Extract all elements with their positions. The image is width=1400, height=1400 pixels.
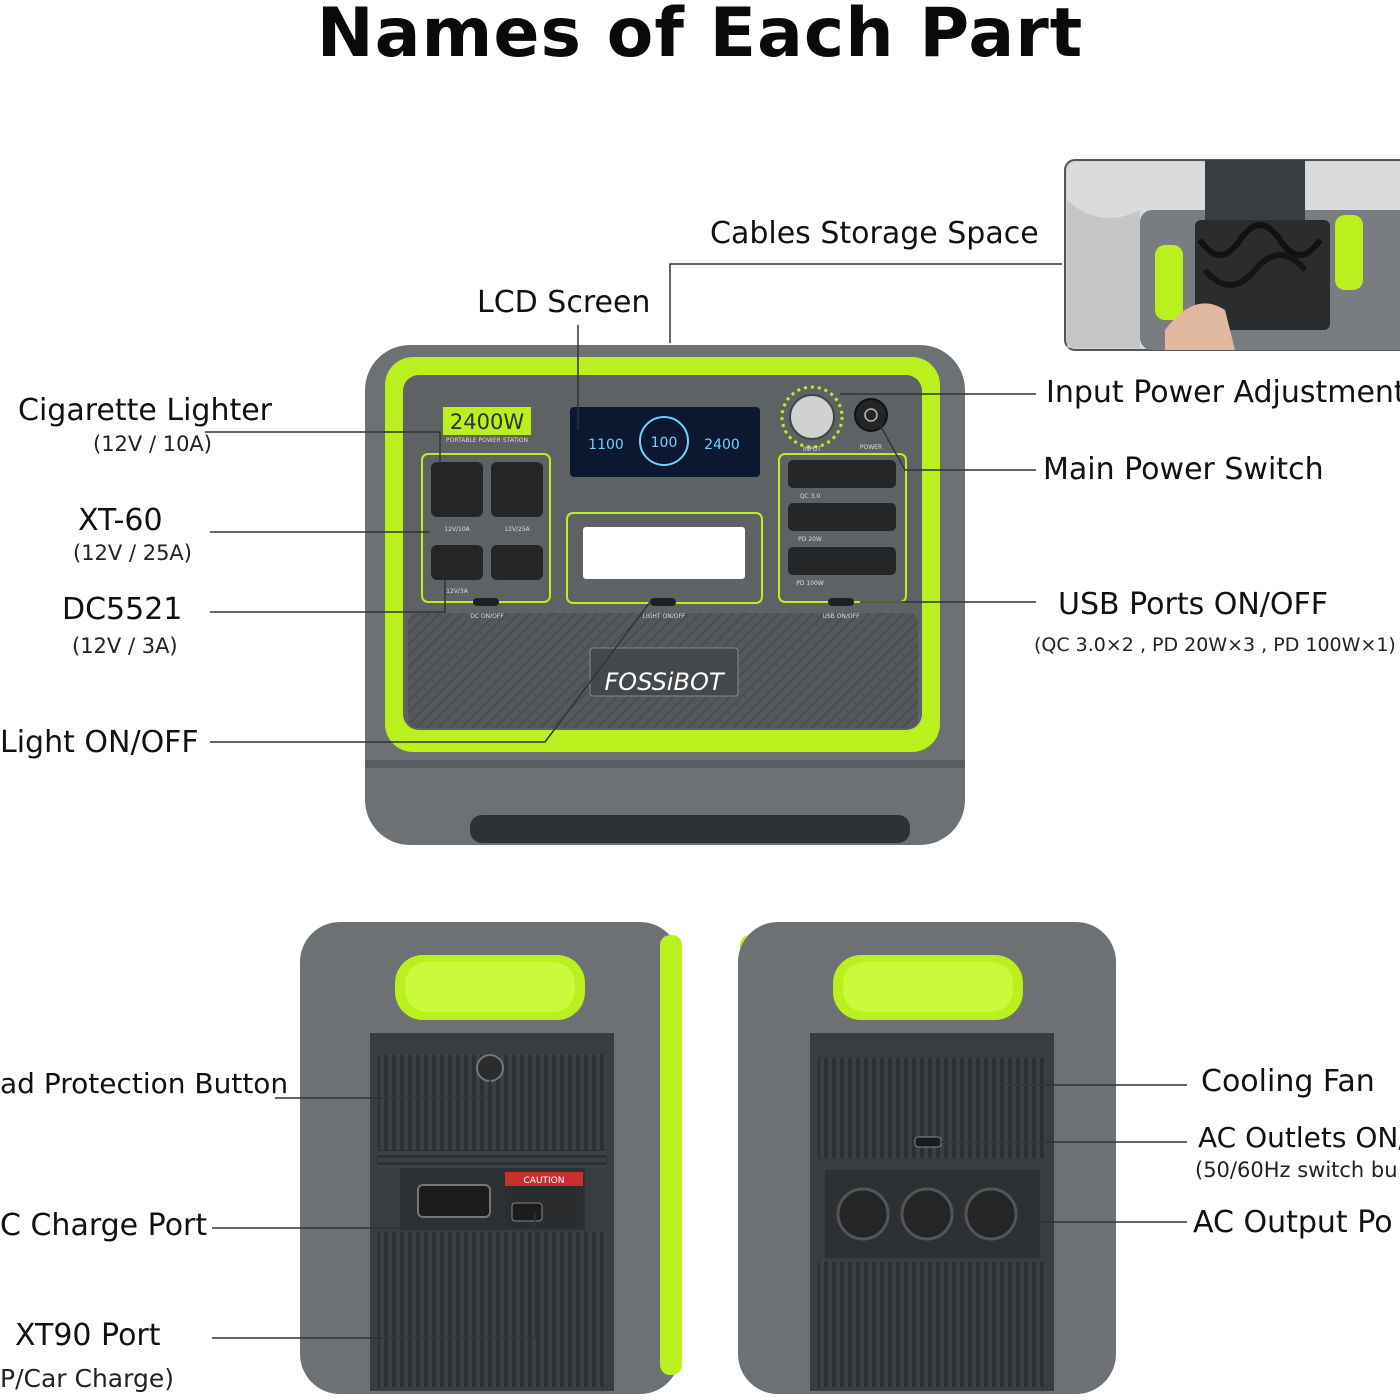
main-power-button bbox=[854, 398, 888, 432]
cable-storage-inset bbox=[1064, 159, 1400, 351]
dc-onoff-button bbox=[473, 598, 499, 606]
line-light bbox=[210, 601, 651, 743]
xt60-port bbox=[431, 545, 483, 580]
ac-outlet-2 bbox=[900, 1187, 954, 1241]
label-xt60-spec: (12V / 25A) bbox=[73, 541, 192, 565]
label-xt90-spec: P/Car Charge) bbox=[0, 1364, 174, 1393]
leader-lines bbox=[205, 263, 1187, 1339]
line-cigarette bbox=[205, 431, 441, 465]
caution-label: CAUTION bbox=[524, 1176, 565, 1186]
line-overload bbox=[275, 1078, 491, 1099]
label-ac-outlets-spec: (50/60Hz switch bu bbox=[1195, 1158, 1398, 1182]
label-dc5521: DC5521 bbox=[62, 592, 183, 627]
label-cigarette-spec: (12V / 10A) bbox=[93, 432, 212, 456]
svg-text:DC ON/OFF: DC ON/OFF bbox=[470, 613, 504, 620]
wattage-badge: 2400W bbox=[450, 410, 524, 434]
svg-text:USB ON/OFF: USB ON/OFF bbox=[822, 613, 860, 620]
svg-text:PD 20W: PD 20W bbox=[798, 536, 822, 543]
line-dc5521 bbox=[210, 580, 446, 613]
cigarette-port-left bbox=[431, 462, 483, 517]
light-panel bbox=[583, 527, 745, 579]
usb-port-row-2 bbox=[788, 503, 896, 531]
overload-protection-button bbox=[476, 1054, 504, 1082]
front-unit: 2400W PORTABLE POWER STATION 1100 100 24… bbox=[365, 345, 965, 845]
label-overload-protection: ad Protection Button bbox=[0, 1067, 289, 1100]
line-main-switch bbox=[879, 424, 1036, 471]
label-usb-spec: (QC 3.0×2 , PD 20W×3 , PD 100W×1) bbox=[1034, 634, 1396, 656]
line-cables-storage bbox=[669, 263, 1062, 343]
label-main-power-switch: Main Power Switch bbox=[1043, 452, 1324, 487]
cigarette-port-right bbox=[491, 462, 543, 517]
svg-text:LIGHT ON/OFF: LIGHT ON/OFF bbox=[643, 613, 686, 620]
usb-onoff-button bbox=[828, 598, 854, 606]
label-light-onoff: Light ON/OFF bbox=[0, 725, 199, 760]
ac-charge-port bbox=[417, 1184, 491, 1218]
lcd-input-value: 1100 bbox=[588, 437, 624, 453]
rear-unit-left: CAUTION bbox=[300, 922, 682, 1394]
svg-text:POWER: POWER bbox=[860, 444, 882, 451]
svg-text:12V/3A: 12V/3A bbox=[446, 588, 469, 595]
label-usb-ports: USB Ports ON/OFF bbox=[1058, 587, 1329, 622]
ac-outlet-1 bbox=[836, 1187, 890, 1241]
svg-text:12V/25A: 12V/25A bbox=[504, 526, 530, 533]
dc5521-port bbox=[491, 545, 543, 580]
label-cooling-fan: Cooling Fan bbox=[1201, 1064, 1375, 1099]
usb-port-row-1 bbox=[788, 460, 896, 488]
label-cables-storage: Cables Storage Space bbox=[710, 216, 1039, 251]
lcd-percent-value: 100 bbox=[651, 435, 678, 451]
label-cigarette-lighter: Cigarette Lighter bbox=[18, 393, 273, 428]
label-input-power-adjustment: Input Power Adjustment bbox=[1046, 375, 1400, 410]
label-dc5521-spec: (12V / 3A) bbox=[72, 634, 178, 658]
label-ac-outlets-onoff: AC Outlets ON/ bbox=[1198, 1121, 1400, 1154]
usb-port-row-3 bbox=[788, 547, 896, 575]
svg-text:QC 3.0: QC 3.0 bbox=[800, 493, 821, 500]
badge-caption: PORTABLE POWER STATION bbox=[446, 437, 528, 444]
svg-text:INPUT: INPUT bbox=[803, 446, 821, 453]
svg-text:12V/10A: 12V/10A bbox=[444, 526, 470, 533]
label-lcd-screen: LCD Screen bbox=[477, 285, 651, 320]
rear-unit-right bbox=[738, 922, 1116, 1394]
ac-outlet-3 bbox=[964, 1187, 1018, 1241]
lcd-output-value: 2400 bbox=[704, 437, 740, 453]
label-ac-output-port: AC Output Po bbox=[1193, 1205, 1393, 1240]
label-xt90-port: XT90 Port bbox=[15, 1318, 161, 1353]
label-xt60: XT-60 bbox=[78, 503, 163, 538]
light-onoff-button bbox=[650, 598, 676, 606]
xt90-port bbox=[511, 1202, 543, 1222]
ac-outlets-switch bbox=[914, 1136, 942, 1148]
lcd-screen bbox=[570, 407, 760, 477]
page-title: Names of Each Part bbox=[316, 0, 1084, 73]
input-power-knob bbox=[789, 394, 835, 440]
brand-logo: FOSSiBOT bbox=[605, 668, 726, 696]
svg-text:PD 100W: PD 100W bbox=[796, 580, 824, 587]
label-ac-charge-port: C Charge Port bbox=[0, 1208, 208, 1243]
line-xt90 bbox=[212, 1212, 536, 1339]
